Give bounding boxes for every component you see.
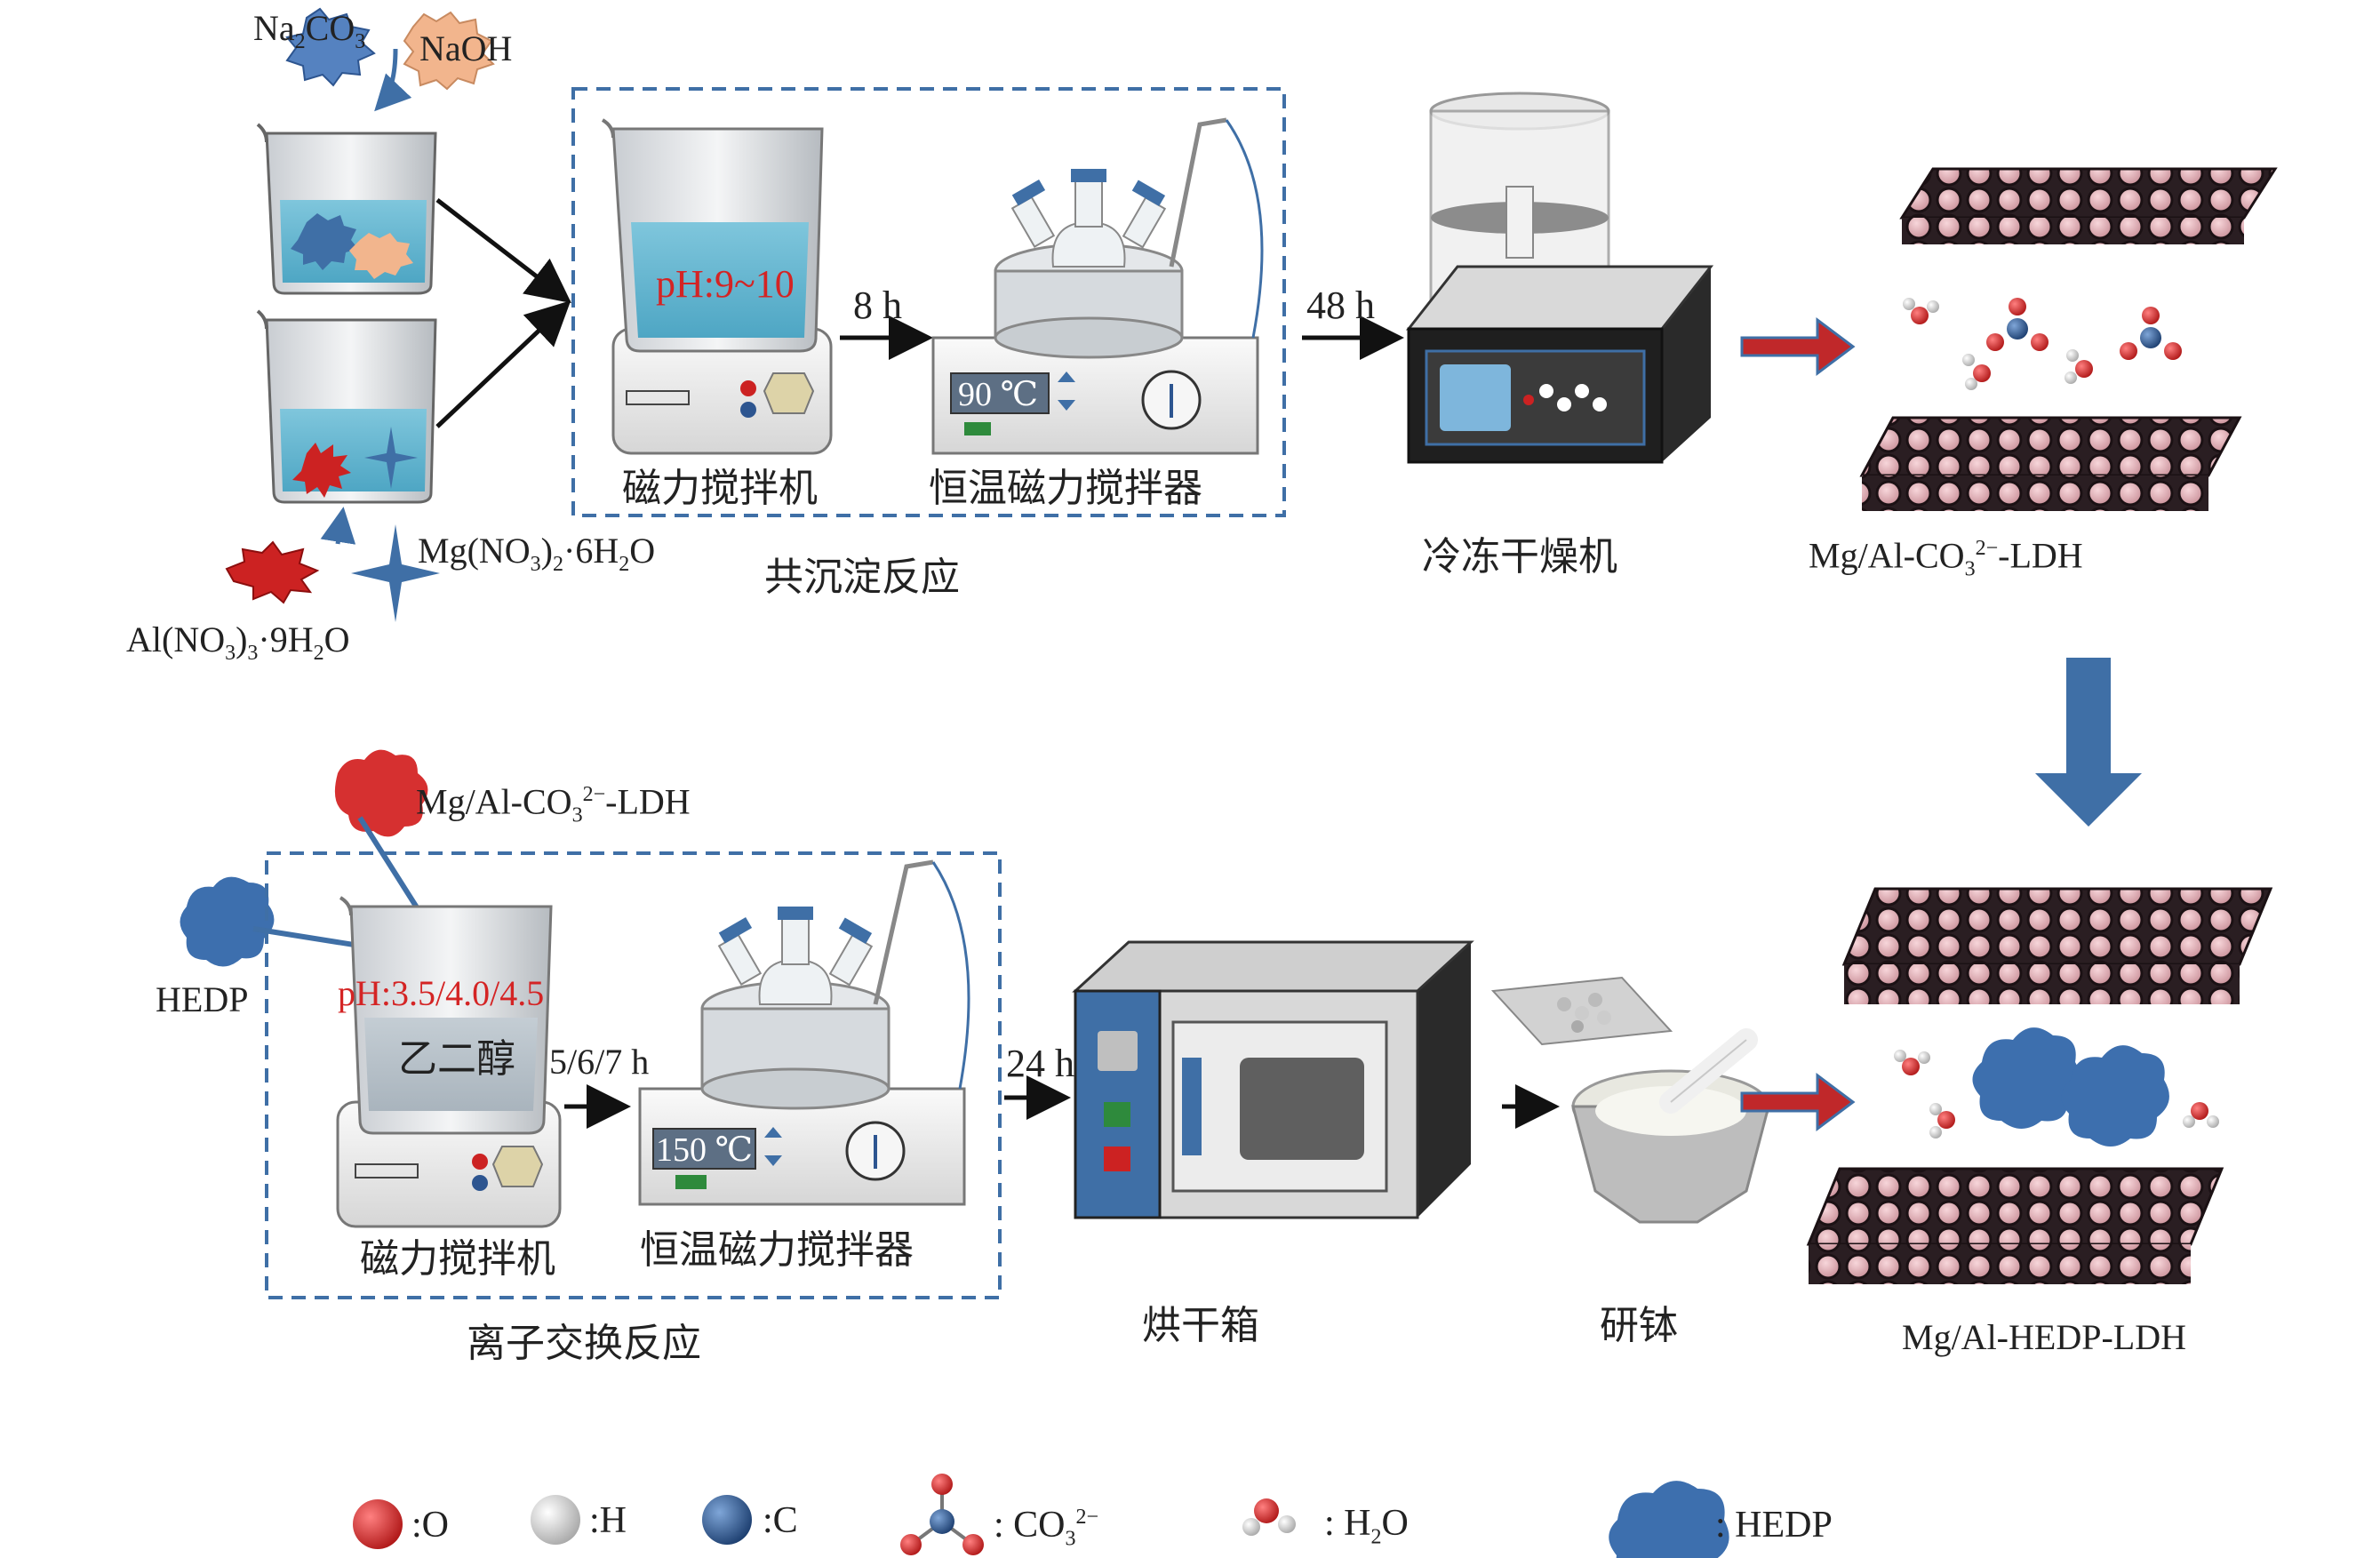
thermostatic-stirrer-bottom (638, 859, 970, 1206)
ldh-hedp-layers (1806, 887, 2273, 1284)
coprecipitation-label: 共沉淀反应 (764, 555, 960, 599)
red-arrow-bottom (1740, 1073, 1856, 1131)
thermostatic-stirrer-label-top: 恒温磁力搅拌器 (929, 467, 1202, 510)
thermostatic-stirrer-top (931, 117, 1264, 455)
time-48h: 48 h (1306, 284, 1375, 327)
beaker-carbonate (256, 123, 437, 295)
product-top-label: Mg/Al-CO32−-LDH (1809, 535, 2083, 581)
magnetic-stirrer-bottom (336, 896, 562, 1228)
legend-hedp-label: : HEDP (1715, 1505, 1833, 1546)
freeze-dryer-label: 冷冻干燥机 (1422, 535, 1617, 579)
oven-label: 烘干箱 (1142, 1304, 1259, 1347)
blue-down-arrow (2035, 658, 2142, 827)
magnetic-stirrer-top (601, 118, 833, 455)
reagent-arrow-2 (320, 507, 356, 545)
hedp-label: HEDP (156, 979, 249, 1019)
mg-nitrate-label: Mg(NO3)2·6H2O (418, 531, 656, 576)
interlayer-molecules-top (1903, 298, 2182, 390)
legend-h2o-molecule (1242, 1498, 1296, 1536)
reagent-arrow-1 (374, 48, 412, 112)
product-bottom-label: Mg/Al-HEDP-LDH (1902, 1317, 2186, 1357)
legend-co3-molecule (900, 1474, 984, 1555)
drying-oven (1072, 940, 1474, 1219)
time-24h: 24 h (1006, 1042, 1074, 1085)
legend-o-label: :O (411, 1505, 449, 1546)
freeze-dryer (1405, 92, 1714, 464)
ion-exchange-box (265, 851, 1002, 1299)
mg-nitrate-blob (351, 524, 440, 622)
al-nitrate-label: Al(NO3)3·9H2O (126, 619, 350, 665)
temp-display-top: 90 ℃ (958, 376, 1039, 413)
legend-carbon-ball (702, 1495, 752, 1545)
input-ldh-label: Mg/Al-CO32−-LDH (416, 781, 691, 827)
al-nitrate-blob (225, 540, 320, 604)
temp-display-bottom: 150 ℃ (656, 1131, 754, 1169)
naoh-label: NaOH (419, 28, 513, 68)
ldh-carbonate-layers (1859, 167, 2278, 511)
legend-c-label: :C (763, 1500, 798, 1541)
mortar-and-pestle (1490, 976, 1770, 1224)
legend-h2o-label: : H2O (1324, 1503, 1409, 1549)
mortar-label: 研钵 (1600, 1304, 1678, 1347)
magnetic-stirrer-label-top: 磁力搅拌机 (622, 467, 818, 510)
na2co3-blob (285, 7, 376, 87)
legend-oxygen-ball (353, 1499, 403, 1549)
magnetic-stirrer-label-bottom: 磁力搅拌机 (360, 1237, 555, 1281)
coprecipitation-box (571, 87, 1286, 517)
thermostatic-stirrer-label-bottom: 恒温磁力搅拌器 (640, 1228, 914, 1272)
legend-h-label: :H (589, 1500, 627, 1541)
ph-label-bottom: pH:3.5/4.0/4.5 (338, 973, 545, 1013)
legend-hydrogen-ball (531, 1495, 580, 1545)
ph-label-top: pH:9~10 (656, 262, 795, 306)
red-arrow-top (1740, 317, 1856, 376)
na2co3-label: Na2CO3 (253, 8, 366, 53)
interlayer-molecules-bottom (1894, 1027, 2219, 1147)
ion-exchange-label: 离子交换反应 (467, 1322, 701, 1365)
time-8h: 8 h (853, 284, 902, 327)
hedp-blob-input (180, 876, 275, 967)
legend (353, 1474, 1729, 1558)
legend-hedp-blob (1609, 1481, 1729, 1558)
time-5-6-7h: 5/6/7 h (549, 1042, 650, 1082)
solvent-label: 乙二醇 (398, 1037, 515, 1081)
beaker-nitrates (256, 309, 437, 504)
naoh-blob (403, 11, 495, 91)
legend-co3-label: : CO32− (994, 1505, 1099, 1551)
input-ldh-blob (334, 749, 428, 837)
